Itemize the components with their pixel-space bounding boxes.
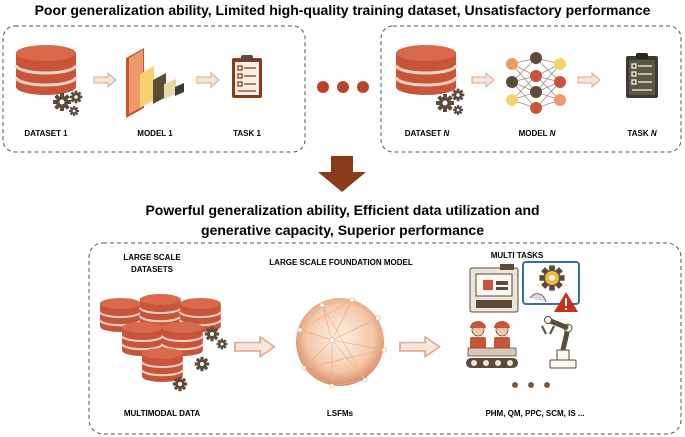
right-arrow-icon	[196, 72, 220, 88]
multi-tasks-heading: MULTI TASKS	[490, 251, 544, 260]
right-arrow-icon	[471, 72, 495, 88]
panel-right	[380, 25, 682, 153]
cnn-model-icon	[126, 48, 184, 118]
right-arrow-icon	[93, 72, 117, 88]
panel-bottom	[88, 242, 682, 435]
checklist-icon	[626, 53, 658, 98]
lsfm-label: LSFMs	[326, 409, 354, 418]
datasets-heading: LARGE SCALE DATASETS	[123, 253, 181, 274]
foundation-model-heading: LARGE SCALE FOUNDATION MODEL	[269, 258, 413, 267]
model-1-label: MODEL 1	[137, 129, 173, 138]
robotic-arm-icon	[541, 316, 577, 369]
bottom-title-line1: Powerful generalization ability, Efficie…	[145, 202, 540, 218]
task-n-label: TASK N	[627, 129, 657, 138]
tasks-list-label: PHM, QM, PPC, SCM, IS ...	[485, 409, 585, 418]
down-arrow-icon	[318, 156, 366, 192]
foundation-model-globe-icon	[296, 297, 387, 389]
right-arrow-icon	[577, 72, 601, 88]
task-1-label: TASK 1	[233, 129, 261, 138]
database-icon	[14, 43, 78, 97]
checklist-icon	[231, 54, 263, 99]
machine-panel-icon	[469, 264, 519, 313]
model-n-label: MODEL N	[518, 129, 556, 138]
bottom-title-line2: generative capacity, Superior performanc…	[201, 222, 484, 238]
panel-left	[2, 25, 306, 153]
ellipsis-dots-icon	[512, 382, 550, 388]
dataset-1-label: DATASET 1	[24, 129, 68, 138]
workers-conveyor-icon	[466, 321, 518, 368]
database-icon	[394, 43, 458, 97]
gear-icon	[53, 90, 83, 116]
top-title: Poor generalization ability, Limited hig…	[34, 2, 651, 18]
neural-network-icon	[506, 52, 566, 114]
monitor-warning-icon	[522, 261, 580, 312]
multimodal-data-label: MULTIMODAL DATA	[123, 409, 201, 418]
dataset-n-label: DATASET N	[404, 129, 450, 138]
right-arrow-icon	[234, 336, 276, 358]
right-arrow-icon	[399, 336, 441, 358]
ellipsis-dots-icon	[317, 81, 369, 93]
